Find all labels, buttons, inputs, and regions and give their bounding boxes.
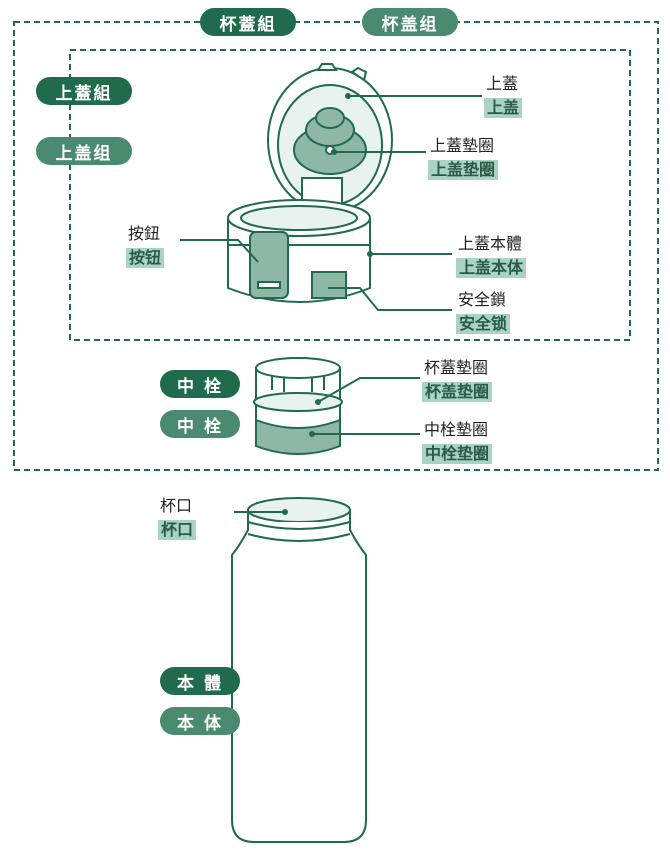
upper-lid-group-frame: [69, 49, 631, 341]
top-lid-gasket-label-trad: 上蓋墊圈: [430, 136, 495, 155]
safety-lock-label-trad: 安全鎖: [458, 290, 507, 309]
upper-lid-group-title-trad: 上蓋組: [36, 77, 132, 105]
mouth-label-simp: 杯口: [158, 520, 197, 540]
button-label-simp: 按钮: [126, 248, 165, 268]
upper-lid-illustration: [227, 63, 393, 303]
top-lid-gasket-label-simp: 上盖垫圈: [428, 160, 499, 180]
upper-lid-group-title-simp: 上盖组: [36, 137, 132, 165]
cup-lid-group-frame: [13, 21, 659, 471]
plug-gasket-label-trad: 中栓墊圈: [424, 420, 489, 439]
top-lid-label-trad: 上蓋: [486, 74, 519, 93]
body-title-trad: 本 體: [160, 667, 240, 695]
cup-lid-group-title-trad: 杯蓋組: [200, 8, 296, 36]
cup-lid-gasket-label-simp: 杯盖垫圈: [422, 382, 493, 402]
middle-plug-illustration: [253, 357, 343, 455]
plug-gasket-label-simp: 中栓垫圈: [422, 444, 493, 464]
top-lid-body-label-simp: 上盖本体: [456, 258, 527, 278]
button-label-trad: 按鈕: [128, 224, 161, 243]
cup-lid-group-title-simp: 杯盖组: [362, 8, 458, 36]
cup-lid-gasket-label-trad: 杯蓋墊圈: [424, 358, 489, 377]
middle-plug-title-simp: 中 栓: [160, 410, 240, 438]
leader-lines: [180, 95, 482, 513]
safety-lock-label-simp: 安全锁: [456, 314, 511, 334]
middle-plug-title-trad: 中 栓: [160, 370, 240, 398]
mouth-label-trad: 杯口: [160, 496, 193, 515]
bottle-body-illustration: [231, 497, 367, 843]
top-lid-body-label-trad: 上蓋本體: [458, 234, 523, 253]
top-lid-label-simp: 上盖: [484, 98, 523, 118]
body-title-simp: 本 体: [160, 707, 240, 735]
